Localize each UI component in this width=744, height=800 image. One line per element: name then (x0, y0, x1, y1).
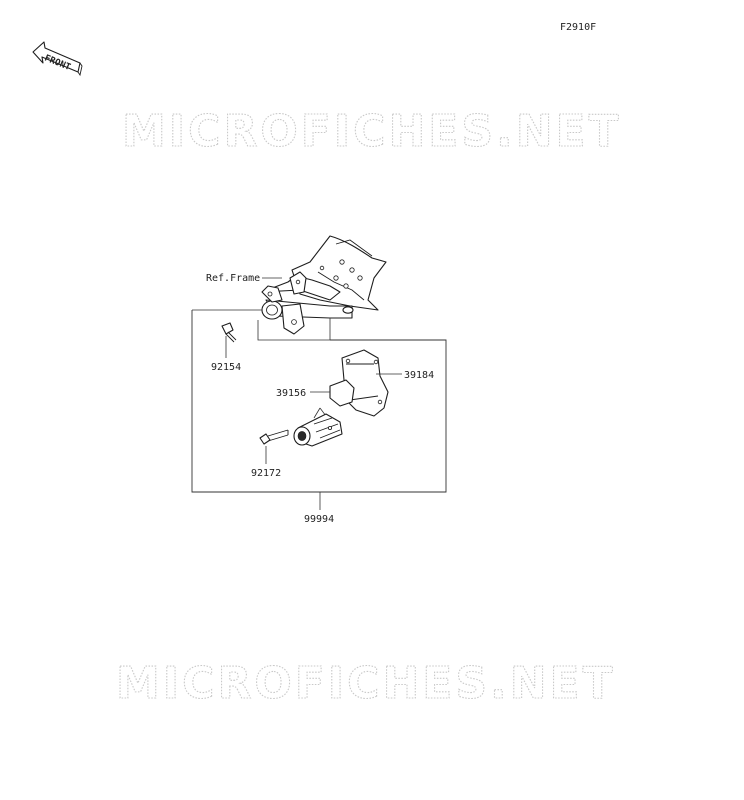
label-ref-frame: Ref.Frame (206, 273, 260, 284)
pad-39156 (329, 379, 355, 407)
frame-reference (261, 235, 387, 335)
label-39184: 39184 (404, 370, 434, 381)
front-arrow-icon: FRONT (32, 41, 83, 77)
bolt-92172 (259, 429, 289, 445)
socket-connector (293, 413, 343, 447)
label-92172: 92172 (251, 468, 281, 479)
watermark-bottom: MICROFICHES.NET (116, 658, 616, 709)
label-92154: 92154 (211, 362, 241, 373)
label-39156: 39156 (276, 388, 306, 399)
diagram-code: F2910F (560, 22, 596, 33)
bolt-92154 (221, 322, 237, 343)
watermark-top: MICROFICHES.NET (122, 106, 622, 157)
cover-39184 (341, 349, 389, 417)
label-99994: 99994 (304, 514, 334, 525)
assembly-box-99994 (191, 310, 447, 493)
